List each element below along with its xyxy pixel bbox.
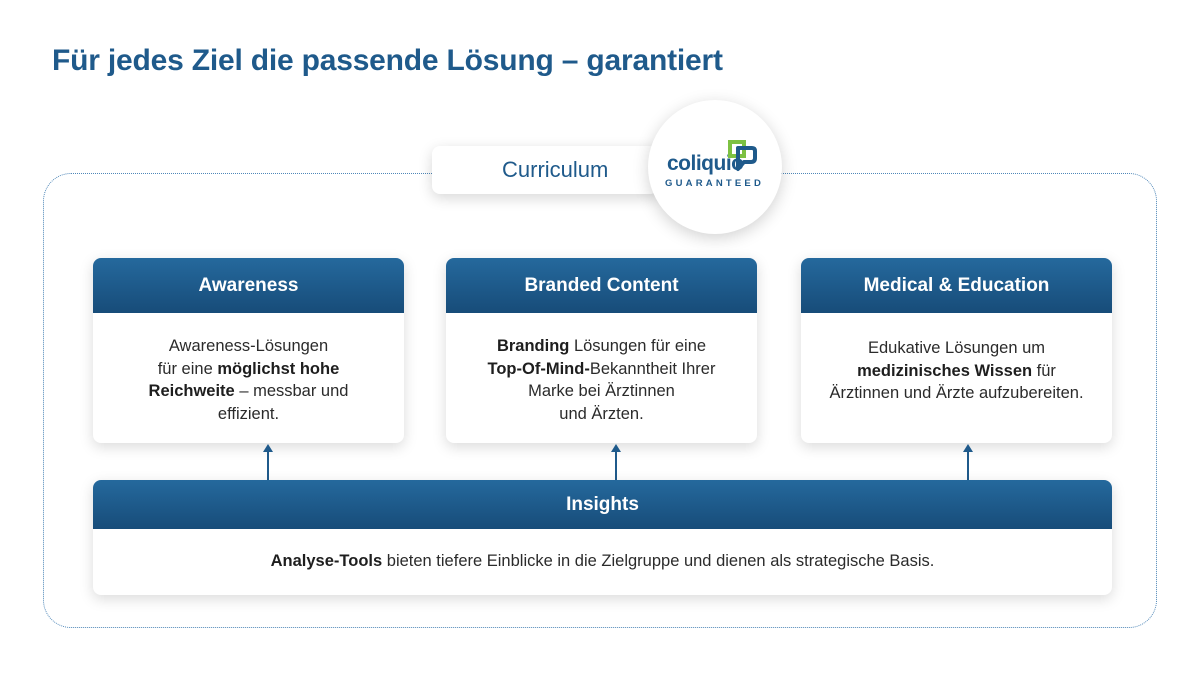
card-medical-text-1: Edukative Lösungen um [867,339,1046,357]
insights-bold: Analyse-Tools [270,552,383,570]
card-medical-text-2: für [1032,361,1056,380]
guaranteed-badge: coliquio GUARANTEED [648,100,782,234]
card-branded-text-4: und Ärzten. [559,404,644,423]
card-branded-bold-2: Top-Of-Mind- [487,359,590,378]
insights-box: Insights Analyse-Tools bieten tiefere Ei… [93,480,1112,595]
card-branded-text-1: Lösungen für eine [569,337,707,355]
card-branded-text-2: Bekanntheit Ihrer [589,359,716,378]
card-medical-text-3: Ärztinnen und Ärzte aufzubereiten. [829,384,1084,402]
badge-brand-name: coliquio [667,152,744,175]
insights-body: Analyse-Tools bieten tiefere Einblicke i… [93,529,1112,571]
badge-subtitle: GUARANTEED [665,178,765,189]
card-awareness-bold-2: Reichweite [148,382,235,400]
arrow-up-icon [263,444,273,482]
card-awareness-text-3: – messbar und [234,382,349,400]
card-branded-content-body: Branding Lösungen für eine Top-Of-Mind-B… [446,313,757,425]
card-awareness-header: Awareness [93,258,404,313]
card-awareness-bold-1: möglichst hohe [217,359,340,378]
card-branded-bold-1: Branding [496,337,570,355]
card-awareness-text-4: effizient. [217,404,280,423]
card-medical-education-body: Edukative Lösungen um medizinisches Wiss… [801,313,1112,405]
brand-logo-icon [728,140,757,171]
page-title: Für jedes Ziel die passende Lösung – gar… [52,44,723,77]
insights-text: bieten tiefere Einblicke in die Zielgrup… [382,552,935,570]
card-awareness-body: Awareness-Lösungen für eine möglichst ho… [93,313,404,425]
card-awareness: Awareness Awareness-Lösungen für eine mö… [93,258,404,443]
card-medical-education-header: Medical & Education [801,258,1112,313]
card-branded-content-header: Branded Content [446,258,757,313]
card-branded-text-3: Marke bei Ärztinnen [528,382,675,400]
arrow-up-icon [611,444,621,482]
card-awareness-text-2: für eine [157,359,218,378]
insights-header: Insights [93,480,1112,529]
curriculum-label: Curriculum [502,157,609,182]
card-medical-bold-1: medizinisches Wissen [857,361,1033,380]
card-awareness-text-1: Awareness-Lösungen [168,337,329,355]
card-medical-education: Medical & Education Edukative Lösungen u… [801,258,1112,443]
card-branded-content: Branded Content Branding Lösungen für ei… [446,258,757,443]
arrow-up-icon [963,444,973,482]
curriculum-label-box: Curriculum [432,146,658,194]
